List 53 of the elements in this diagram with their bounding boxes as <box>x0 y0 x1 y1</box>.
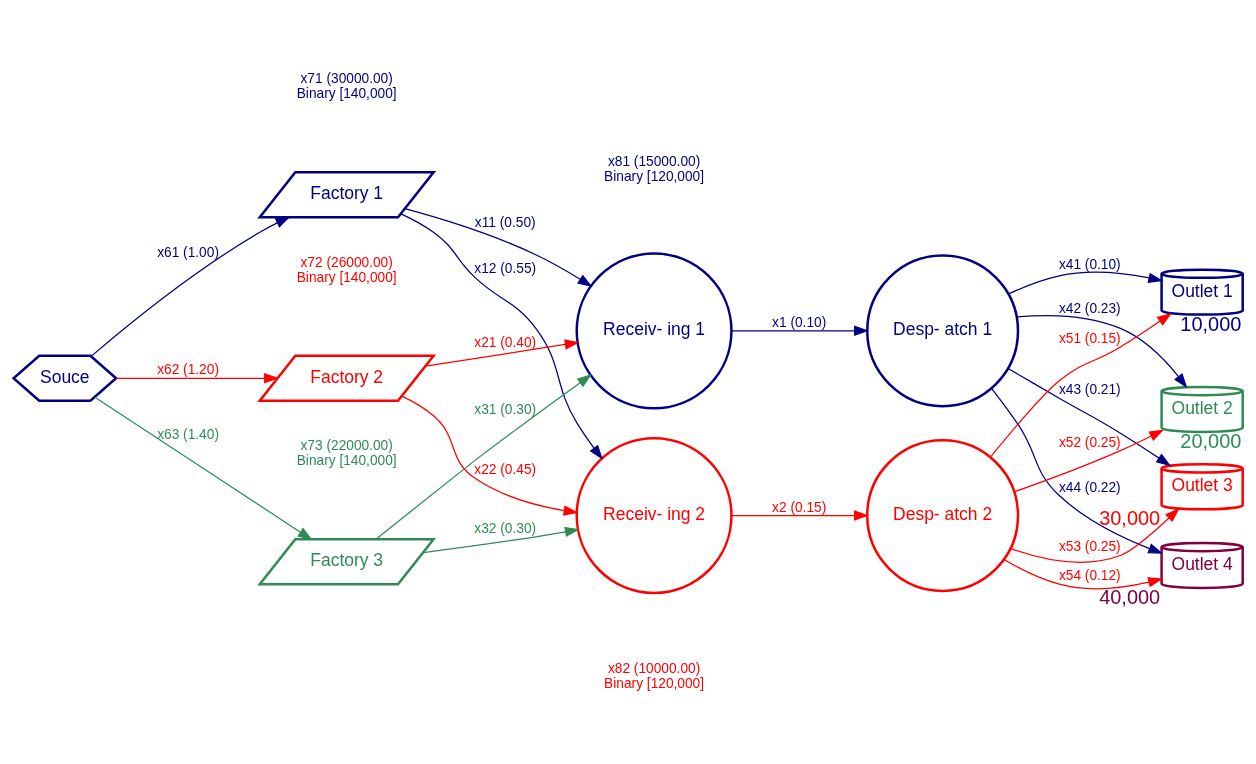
arrow <box>91 216 291 357</box>
arrow <box>115 373 280 384</box>
arrow <box>400 213 603 460</box>
arrow <box>991 388 1164 554</box>
edge-label: x43 (0.21) <box>1058 382 1121 398</box>
edge-label: x63 (1.40) <box>157 427 219 443</box>
arrow <box>1007 368 1172 467</box>
edge-label: x53 (0.25) <box>1058 539 1121 555</box>
node-label: Binary [140,000] <box>296 453 397 469</box>
node-circle: Desp- atch 1 <box>866 254 1020 408</box>
node-label: 30,000 <box>1099 507 1161 530</box>
edge-label: x41 (0.10) <box>1058 257 1121 273</box>
edge-label: x51 (0.15) <box>1058 331 1121 347</box>
arrow <box>425 339 580 367</box>
label: Binary [120,000] <box>604 168 705 184</box>
arrow <box>404 208 593 288</box>
node-label: 40,000 <box>1099 585 1161 608</box>
edge-label: x12 (0.55) <box>474 261 537 277</box>
arrow <box>730 325 869 337</box>
node-label: x71 (30000.00) <box>300 71 393 87</box>
edge-label: x61 (1.00) <box>157 244 219 260</box>
edge-label: x52 (0.25) <box>1058 434 1121 450</box>
node-label: Binary [140,000] <box>296 269 397 285</box>
node-label: x73 (22000.00) <box>300 438 393 454</box>
edge-label: x54 (0.12) <box>1058 568 1121 584</box>
arrow <box>94 396 313 541</box>
node-label: x72 (26000.00) <box>300 254 393 270</box>
edge-label: x31 (0.30) <box>474 402 537 418</box>
arrow <box>989 312 1172 458</box>
arrow <box>1007 271 1164 295</box>
arrow <box>1003 558 1164 590</box>
node-circle: Desp- atch 2 <box>866 438 1020 593</box>
edge-label: x22 (0.45) <box>474 462 537 478</box>
label: x82 (10000.00) <box>607 660 701 676</box>
edge-label: x42 (0.23) <box>1058 301 1121 317</box>
arrow <box>1016 314 1188 389</box>
arrow <box>730 510 869 521</box>
label: x81 (15000.00) <box>607 153 701 169</box>
edge-label: x11 (0.50) <box>474 214 536 230</box>
arrow <box>422 526 580 554</box>
arrow <box>375 374 593 540</box>
arrow <box>1010 507 1180 563</box>
edge-label: x44 (0.22) <box>1058 479 1121 495</box>
edge-label: x2 (0.15) <box>772 499 827 515</box>
arrow <box>401 395 579 516</box>
label: Binary [120,000] <box>604 675 705 691</box>
arrow <box>1014 429 1165 493</box>
edge-label: x62 (1.20) <box>157 362 219 378</box>
edge-label: x21 (0.40) <box>474 334 537 350</box>
node-circle: Receiv- ing 2 <box>575 436 733 595</box>
node-label: Binary [140,000] <box>296 86 397 102</box>
edge-label: x32 (0.30) <box>474 520 537 536</box>
edge-label: x1 (0.10) <box>772 314 827 330</box>
